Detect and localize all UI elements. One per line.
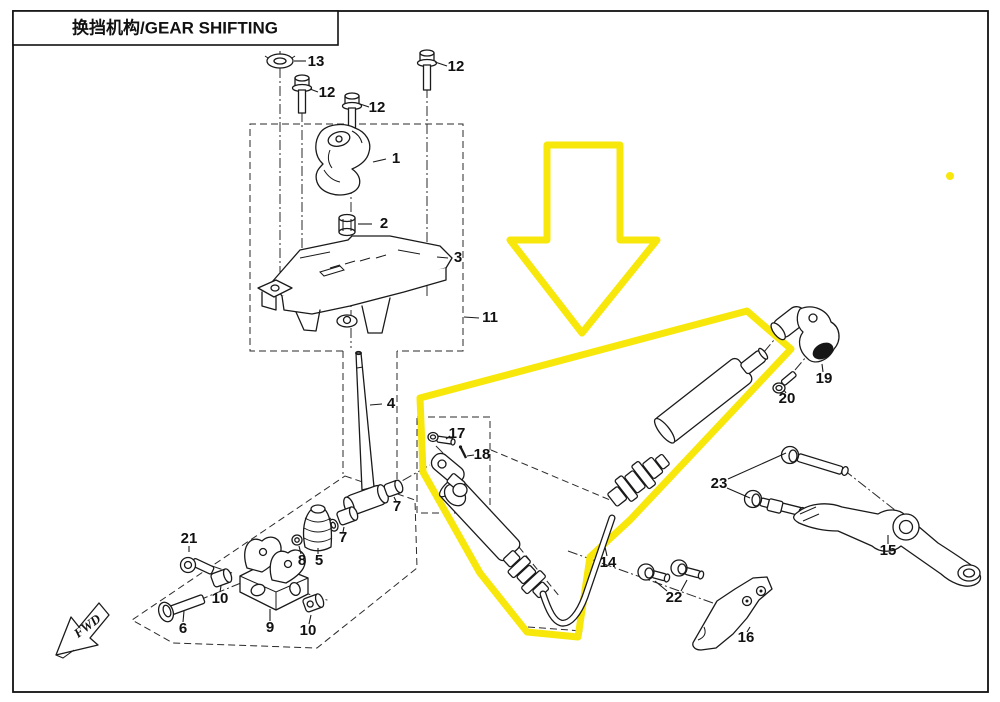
leader-line xyxy=(182,610,185,623)
axis-line xyxy=(567,550,739,613)
part-callout-14: 14 xyxy=(600,554,617,571)
projection-line xyxy=(490,449,611,501)
part-17-bolt xyxy=(427,431,456,446)
part-callout-9: 9 xyxy=(266,619,274,636)
leader-line xyxy=(393,496,397,502)
part-callout-3: 3 xyxy=(454,249,462,266)
part-callout-11: 11 xyxy=(482,309,498,326)
part-12-bolt-2 xyxy=(341,92,363,133)
part-callout-8: 8 xyxy=(298,552,306,569)
part-23-bolts xyxy=(743,445,849,518)
lower-dashed-platform xyxy=(131,475,418,649)
leader-line xyxy=(434,61,448,67)
part-10-bushing-b xyxy=(302,593,325,613)
part-20-bolt xyxy=(772,371,797,394)
part-callout-19: 19 xyxy=(816,370,833,387)
part-callout-12: 12 xyxy=(448,58,465,75)
part-callout-15: 15 xyxy=(880,542,897,559)
part-callout-10: 10 xyxy=(212,590,229,607)
leader-line xyxy=(298,545,302,555)
projection-line xyxy=(490,512,561,598)
axis-line xyxy=(843,469,901,515)
part-callout-21: 21 xyxy=(181,530,198,547)
part-callout-12: 12 xyxy=(369,99,386,116)
leader-line xyxy=(463,316,480,319)
part-15-pedal-lever xyxy=(792,503,982,587)
axis-line xyxy=(339,464,431,517)
leader-line xyxy=(604,546,608,557)
part-22-screws xyxy=(637,559,705,583)
leader-line xyxy=(219,585,222,593)
leader-line xyxy=(359,103,370,108)
leader-line xyxy=(372,158,387,163)
leader-line xyxy=(783,389,787,394)
fwd-arrow: FWD xyxy=(55,602,110,659)
part-callout-7: 7 xyxy=(393,498,401,515)
part-2-nut xyxy=(338,213,356,237)
part-callout-17: 17 xyxy=(449,425,466,442)
part-callout-20: 20 xyxy=(779,390,796,407)
axis-line xyxy=(164,575,259,615)
part-3-lever-base xyxy=(257,235,453,334)
leader-line xyxy=(654,580,668,592)
leader-line xyxy=(369,403,383,406)
part-19-shift-arm xyxy=(770,306,840,363)
part-7-bushing-b xyxy=(327,506,359,532)
projection-line xyxy=(527,626,584,632)
part-18-pin xyxy=(458,445,468,459)
assembly-dashed-box xyxy=(249,123,464,352)
part-callout-18: 18 xyxy=(474,446,491,463)
page-title: 换挡机构/GEAR SHIFTING xyxy=(72,17,278,37)
part-14-shift-rod xyxy=(430,347,769,627)
part-8-washer xyxy=(291,534,303,546)
part-callout-5: 5 xyxy=(315,552,323,569)
part-callout-2: 2 xyxy=(380,215,388,232)
part-16-bracket xyxy=(692,576,773,651)
part-callout-12: 12 xyxy=(319,84,336,101)
highlight-dot xyxy=(946,172,954,180)
leader-line xyxy=(680,579,688,592)
part-6-bolt xyxy=(157,594,206,623)
part-callout-7: 7 xyxy=(339,529,347,546)
leader-line xyxy=(726,487,751,499)
part-callout-6: 6 xyxy=(179,620,187,637)
leader-line xyxy=(445,435,451,440)
leader-line xyxy=(466,454,475,457)
leader-line xyxy=(821,363,824,373)
leader-line xyxy=(727,452,787,480)
detail-dashed-box xyxy=(416,416,491,514)
part-callout-22: 22 xyxy=(666,589,683,606)
callout-layer: 1234567789101011121212131415161718192021… xyxy=(179,53,897,646)
part-callout-10: 10 xyxy=(300,622,317,639)
axis-line xyxy=(794,356,807,371)
part-callout-16: 16 xyxy=(738,629,755,646)
leader-line xyxy=(342,526,345,533)
part-4-shift-lever-shaft xyxy=(355,350,375,491)
page-border xyxy=(12,10,989,693)
leader-line xyxy=(746,626,751,633)
part-5-boot xyxy=(303,504,333,552)
part-1-shift-knob xyxy=(315,123,371,196)
highlight-arrow-icon xyxy=(506,141,661,337)
part-9-pivot-bracket xyxy=(239,536,309,611)
leader-line xyxy=(308,614,312,625)
part-callout-13: 13 xyxy=(308,53,325,70)
part-callout-23: 23 xyxy=(711,475,728,492)
title-box xyxy=(12,10,339,46)
part-13-flange-nut xyxy=(264,51,296,69)
part-callout-1: 1 xyxy=(392,150,400,167)
part-callout-4: 4 xyxy=(387,395,396,412)
leader-line xyxy=(436,256,449,259)
highlights xyxy=(416,141,954,641)
part-12-bolt-3 xyxy=(416,49,438,91)
axis-line xyxy=(763,339,775,353)
part-21-bolt xyxy=(179,556,215,575)
part-12-bolt-1 xyxy=(291,74,313,114)
part-7-bushing-a xyxy=(383,479,404,498)
part-10-bushing-a xyxy=(210,568,233,588)
leader-line xyxy=(309,88,319,93)
